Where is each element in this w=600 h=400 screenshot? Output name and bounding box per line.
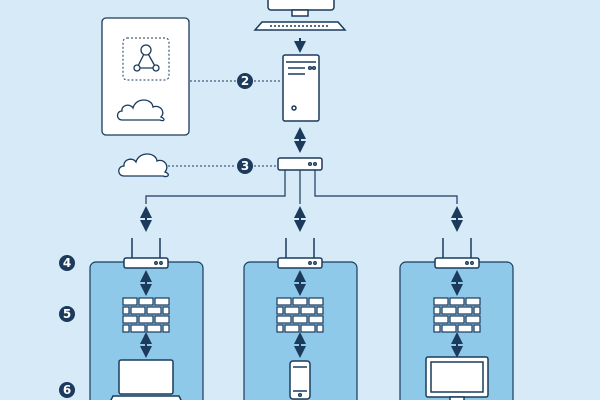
step-number: 5 <box>63 307 71 321</box>
firewall-icon <box>122 297 170 333</box>
wireless-access-point-icon <box>277 238 323 269</box>
wireless-access-point-icon <box>434 238 480 269</box>
step-number: 4 <box>63 256 71 270</box>
cloud-icon <box>116 99 165 122</box>
step-number: 6 <box>63 383 71 397</box>
step-badge-3: 3 <box>237 158 253 174</box>
step-badge-4: 4 <box>59 255 75 271</box>
server-tower-icon <box>282 54 320 122</box>
branch-line-right <box>314 170 458 204</box>
step-badge-5: 5 <box>59 306 75 322</box>
branch-1 <box>110 206 182 400</box>
desktop-monitor-icon <box>253 0 347 31</box>
smartphone-icon <box>289 360 311 400</box>
laptop-icon <box>110 359 182 400</box>
step-number: 3 <box>241 159 249 173</box>
step-badge-6: 6 <box>59 382 75 398</box>
firewall-icon <box>276 297 324 333</box>
cloud-service-panel <box>101 17 190 136</box>
cloud-icon <box>118 153 169 178</box>
firewall-icon <box>433 297 481 333</box>
branch-2 <box>276 206 324 400</box>
wireless-access-point-icon <box>123 238 169 269</box>
branch-3 <box>425 206 489 400</box>
router-icon <box>277 157 323 171</box>
branch-line-left <box>145 170 286 204</box>
step-badge-2: 2 <box>237 73 253 89</box>
step-number: 2 <box>241 74 249 88</box>
network-cloud-icon <box>122 37 170 81</box>
monitor-icon <box>425 356 489 400</box>
